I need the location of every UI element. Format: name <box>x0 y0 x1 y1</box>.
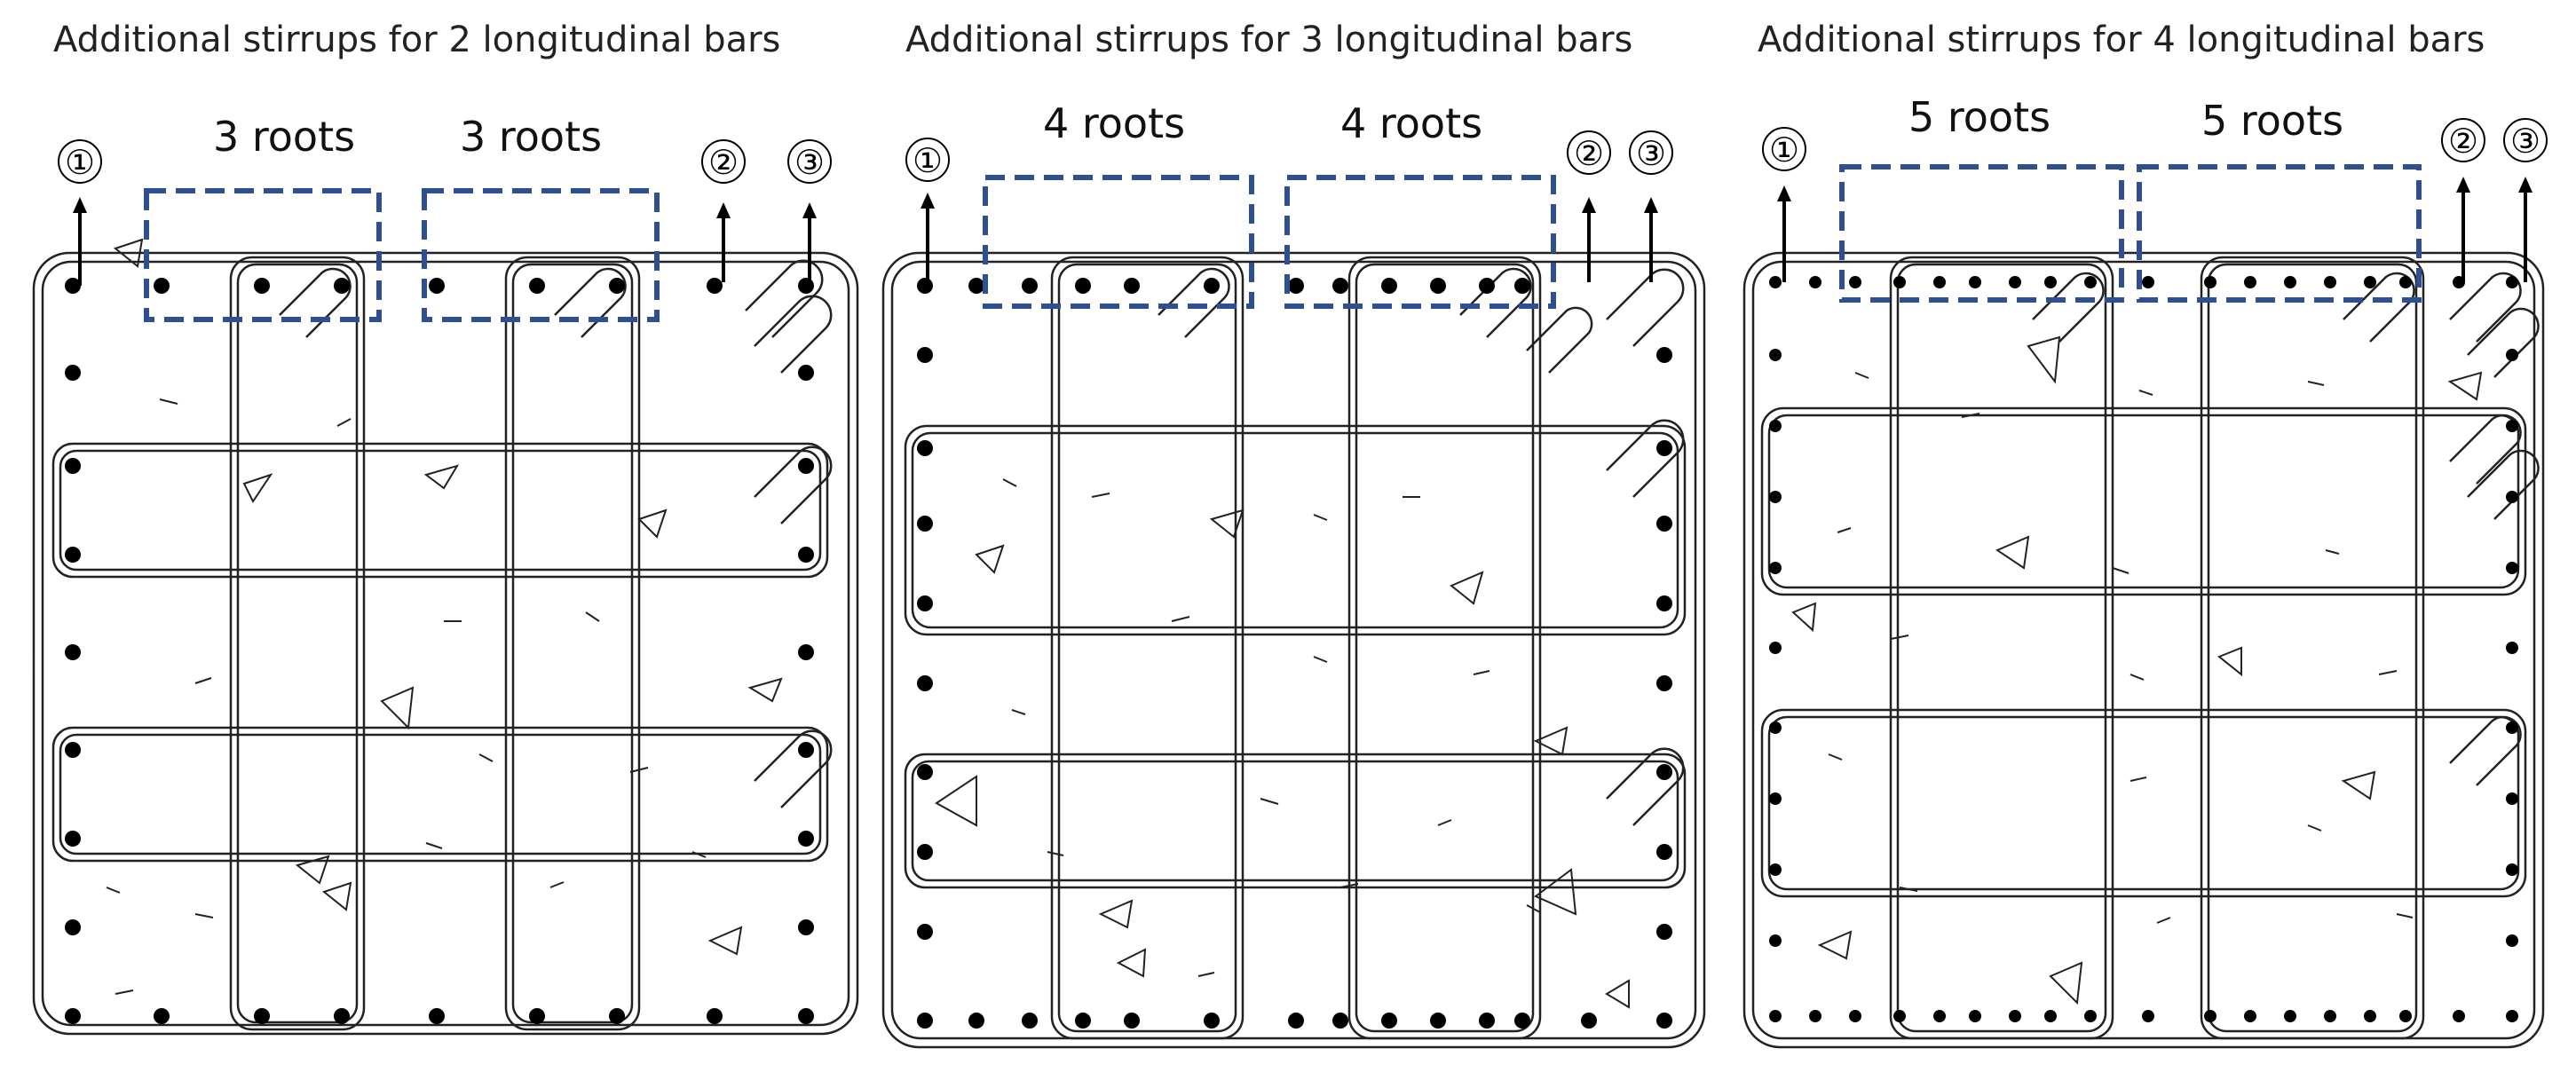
callout-1-label: ① <box>913 141 943 180</box>
longitudinal-bars <box>65 278 814 1024</box>
highlight-box <box>1839 164 2124 303</box>
outer-hoop <box>32 251 859 1036</box>
callout-2: ② <box>2441 118 2485 282</box>
vertical-stirrup <box>504 256 641 1031</box>
vertical-stirrup <box>229 256 366 1031</box>
callout-2-label: ② <box>1574 134 1604 173</box>
highlight-box <box>2137 164 2422 303</box>
stirrup-hook-icon <box>279 259 833 808</box>
outer-hoop-inner <box>41 260 850 1027</box>
section-drawing: 3 roots 3 roots ① ② ③ <box>32 113 859 1036</box>
callout-1: ① <box>58 139 102 286</box>
horizontal-stirrup <box>904 424 1687 636</box>
vertical-stirrup <box>1347 256 1542 1040</box>
panel-title: Additional stirrups for 3 longitudinal b… <box>905 20 1633 60</box>
vertical-stirrup <box>1889 256 2114 1040</box>
outer-hoop <box>1742 251 2545 1049</box>
horizontal-stirrup <box>51 726 829 863</box>
vertical-stirrup <box>1050 256 1245 1040</box>
horizontal-stirrup-inner <box>1767 414 2520 589</box>
callout-2: ② <box>701 139 746 282</box>
horizontal-stirrup-inner <box>1767 715 2520 891</box>
outer-hoop-inner <box>1751 260 2536 1040</box>
concrete-aggregate <box>1791 335 2483 1005</box>
horizontal-stirrup <box>904 753 1687 889</box>
longitudinal-bars <box>1769 276 2518 1022</box>
vertical-stirrup-inner <box>1355 263 1535 1033</box>
longitudinal-bars <box>917 278 1672 1029</box>
horizontal-stirrup-inner <box>911 760 1679 882</box>
stirrup-hook-icon <box>1158 267 1685 826</box>
section-drawing: 5 roots 5 roots ① ② ③ <box>1742 93 2548 1049</box>
callout-3-label: ③ <box>1636 134 1666 173</box>
callout-3-label: ③ <box>794 143 825 182</box>
group-label: 5 roots <box>1908 93 2051 141</box>
horizontal-stirrup-inner <box>59 733 822 855</box>
vertical-stirrup-inner <box>1896 263 2107 1033</box>
callout-3: ③ <box>1629 130 1673 282</box>
callout-1: ① <box>905 138 950 286</box>
highlight-box <box>422 188 660 322</box>
outer-hoop-inner <box>890 260 1697 1040</box>
group-label: 3 roots <box>460 113 602 161</box>
vertical-stirrup-inner <box>1057 263 1237 1033</box>
highlight-box <box>1284 175 1556 309</box>
callout-3-label: ③ <box>2510 122 2540 161</box>
horizontal-stirrup <box>1760 708 2527 898</box>
stirrup-hook-icon <box>2032 272 2540 786</box>
callout-2-label: ② <box>2448 122 2478 161</box>
group-label: 4 roots <box>1340 99 1482 147</box>
group-label: 4 roots <box>1043 99 1185 147</box>
highlight-box <box>983 175 1254 309</box>
horizontal-stirrup-inner <box>59 449 822 572</box>
callout-1-label: ① <box>65 143 95 182</box>
horizontal-stirrup-inner <box>911 431 1679 629</box>
callout-1-label: ① <box>1769 130 1799 169</box>
highlight-box <box>144 188 382 322</box>
group-label: 3 roots <box>213 113 355 161</box>
panel-4-bars: Additional stirrups for 4 longitudinal b… <box>1742 0 2576 1080</box>
group-label: 5 roots <box>2201 97 2343 145</box>
panel-title: Additional stirrups for 4 longitudinal b… <box>1758 20 2485 60</box>
horizontal-stirrup <box>51 442 829 579</box>
concrete-aggregate <box>106 238 783 995</box>
vertical-stirrup-inner <box>2207 263 2418 1033</box>
vertical-stirrup-inner <box>236 263 359 1024</box>
callout-2: ② <box>1567 130 1611 282</box>
panel-3-bars: Additional stirrups for 3 longitudinal b… <box>881 0 1758 1080</box>
vertical-stirrup-inner <box>511 263 634 1024</box>
horizontal-stirrup <box>1760 406 2527 596</box>
section-drawing: 4 roots 4 roots ① ② ③ <box>881 99 1706 1049</box>
panel-title: Additional stirrups for 2 longitudinal b… <box>53 20 781 60</box>
callout-3: ③ <box>787 139 832 282</box>
vertical-stirrup <box>2200 256 2425 1040</box>
concrete-aggregate <box>935 478 1630 1009</box>
panel-2-bars: Additional stirrups for 2 longitudinal b… <box>32 0 905 1080</box>
callout-1: ① <box>1762 127 1806 282</box>
callout-2-label: ② <box>708 143 739 182</box>
callout-3: ③ <box>2503 118 2548 282</box>
outer-hoop <box>881 251 1706 1049</box>
